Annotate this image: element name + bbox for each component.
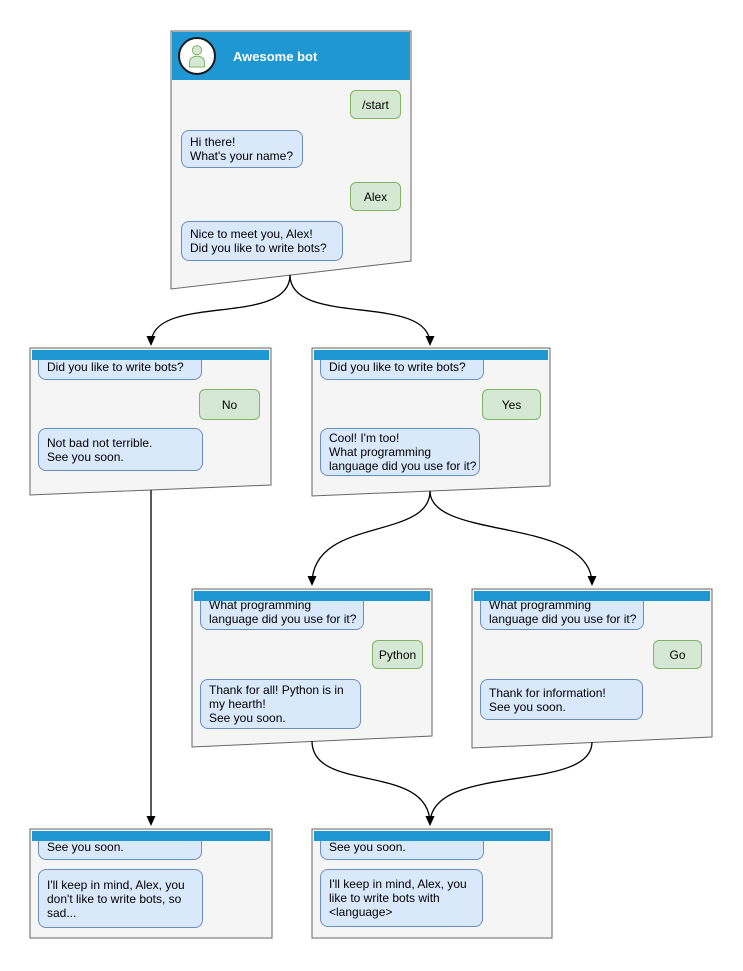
window-header-bar xyxy=(314,350,548,360)
bot-message-bubble: I'll keep in mind, Alex, you don't like … xyxy=(38,869,203,928)
root-window-header: Awesome bot xyxy=(172,32,410,80)
flow-arrow-yes-to-go xyxy=(429,490,597,586)
window-header-bar xyxy=(474,591,710,601)
window-header-bar xyxy=(32,350,269,360)
window-header-bar xyxy=(314,831,550,841)
window-header-bar xyxy=(194,591,430,601)
user-message-bubble: Alex xyxy=(350,182,401,211)
bot-message-bubble: Not bad not terrible. See you soon. xyxy=(38,428,203,471)
user-message-bubble: Python xyxy=(372,640,423,669)
user-message-bubble: No xyxy=(199,389,260,420)
person-icon xyxy=(189,45,205,68)
bot-message-bubble: Hi there! What's your name? xyxy=(181,130,303,168)
flow-arrow-go-to-end xyxy=(425,741,593,826)
bot-avatar xyxy=(178,37,216,75)
flow-arrow-yes-to-python xyxy=(307,490,431,586)
user-message-bubble: Yes xyxy=(482,389,541,420)
bot-message-bubble: I'll keep in mind, Alex, you like to wri… xyxy=(320,869,483,927)
flow-arrow-root-to-no xyxy=(146,274,291,346)
user-message-bubble: Go xyxy=(653,640,702,669)
bot-message-bubble: Cool! I'm too! What programming language… xyxy=(320,428,480,476)
bot-message-bubble: Thank for all! Python is in my hearth! S… xyxy=(200,679,361,729)
flow-arrow-root-to-yes xyxy=(289,274,435,346)
flow-arrow-python-to-end xyxy=(311,740,435,826)
user-message-bubble: /start xyxy=(350,90,401,119)
window-header-bar xyxy=(32,831,270,841)
bot-message-bubble: Thank for information! See you soon. xyxy=(480,679,643,720)
bot-window-title: Awesome bot xyxy=(233,48,318,64)
bot-message-bubble: Nice to meet you, Alex! Did you like to … xyxy=(181,221,343,261)
